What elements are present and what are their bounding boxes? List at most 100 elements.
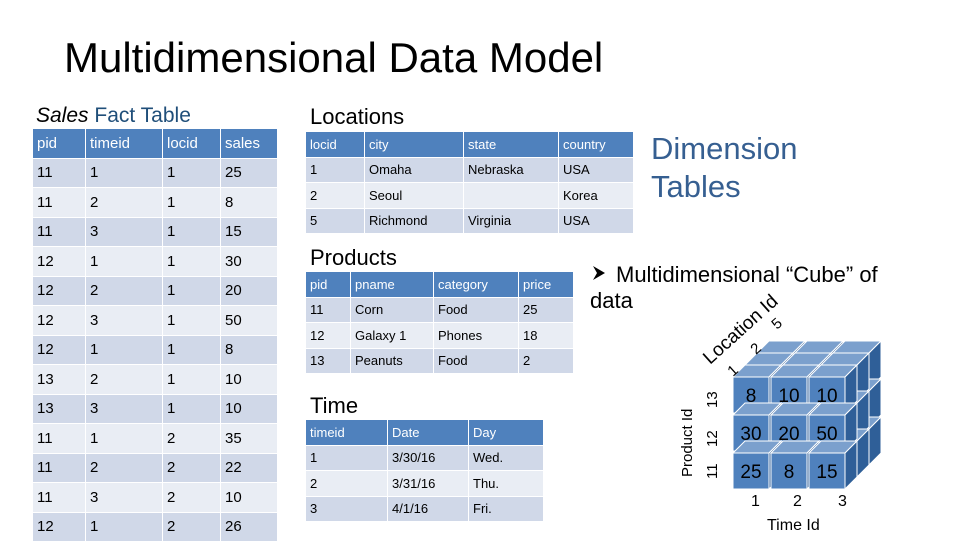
table-cell: 3/31/16 — [387, 470, 469, 496]
sales-fact-table-title: Sales Fact Table — [36, 104, 191, 128]
cube-block-front — [770, 452, 808, 490]
table-cell: 3 — [85, 393, 163, 424]
table-cell: 5 — [306, 207, 365, 233]
table-cell: 2 — [85, 275, 163, 306]
table-cell: 12 — [33, 334, 86, 365]
column-header: locid — [162, 129, 221, 158]
table-cell: 13 — [33, 393, 86, 424]
table-cell: 1 — [162, 157, 221, 188]
table-cell: 2 — [85, 187, 163, 217]
table-cell: Phones — [433, 322, 519, 348]
table-cell: 1 — [85, 423, 163, 453]
cube-cell-value: 8 — [784, 462, 795, 483]
table-cell: 1 — [162, 305, 221, 335]
sales-label: Sales — [36, 104, 89, 127]
table-cell: 1 — [306, 156, 365, 183]
table-cell: 8 — [220, 187, 277, 217]
table-cell: 26 — [220, 511, 277, 541]
table-cell: 11 — [33, 482, 86, 512]
table-header-row: pid timeid locid sales — [33, 129, 277, 158]
table-cell: 4/1/16 — [387, 495, 469, 521]
table-cell: 1 — [85, 157, 163, 188]
column-header: category — [433, 272, 519, 297]
table-cell: 1 — [162, 275, 221, 306]
cube-cell-value: 8 — [746, 386, 757, 407]
table-cell: 12 — [33, 305, 86, 335]
table-cell: Thu. — [468, 470, 543, 496]
arrow-bullet-icon — [590, 262, 616, 288]
fact-table-label: Fact Table — [94, 104, 191, 127]
table-header-row: timeid Date Day — [306, 420, 543, 445]
table-cell: Galaxy 1 — [350, 322, 434, 348]
table-cell: 12 — [33, 275, 86, 306]
table-cell: 20 — [220, 275, 277, 306]
column-header: state — [463, 132, 559, 157]
table-cell: 1 — [85, 511, 163, 541]
product-id-label: 12 — [704, 430, 721, 447]
cube-cell-value: 30 — [740, 424, 761, 445]
table-cell: 1 — [306, 444, 388, 471]
time-title: Time — [310, 393, 359, 418]
table-cell: Nebraska — [463, 156, 559, 183]
column-header: city — [364, 132, 464, 157]
table-cell: 18 — [518, 322, 573, 348]
table-cell: 30 — [220, 246, 277, 276]
table-cell: Fri. — [468, 495, 543, 521]
table-cell: 11 — [33, 452, 86, 483]
table-cell: 1 — [162, 187, 221, 217]
table-cell: USA — [558, 207, 633, 233]
column-header: Day — [468, 420, 543, 445]
table-cell: Food — [433, 296, 519, 323]
table-cell: 1 — [162, 364, 221, 394]
table-cell: Richmond — [364, 207, 464, 233]
column-header: sales — [220, 129, 277, 158]
table-cell: 50 — [220, 305, 277, 335]
table-cell: 1 — [162, 393, 221, 424]
table-cell: Omaha — [364, 156, 464, 183]
table-cell: 1 — [85, 334, 163, 365]
product-id-label: 13 — [704, 391, 721, 408]
table-cell: 11 — [33, 157, 86, 188]
cube-bullet: Multidimensional “Cube” of data — [590, 262, 920, 314]
cube-cell-value: 10 — [778, 386, 799, 407]
table-cell: 11 — [33, 187, 86, 217]
table-cell: 35 — [220, 423, 277, 453]
time-id-label: 2 — [793, 493, 802, 510]
table-cell: 11 — [306, 296, 351, 323]
table-cell: 3 — [85, 482, 163, 512]
table-cell: Peanuts — [350, 347, 434, 373]
cube-bullet-text: Multidimensional “Cube” of data — [590, 262, 878, 313]
column-header: country — [558, 132, 633, 157]
table-cell: 10 — [220, 393, 277, 424]
table-cell: 3 — [85, 305, 163, 335]
table-cell: 2 — [85, 452, 163, 483]
table-cell: 3/30/16 — [387, 444, 469, 471]
table-cell: 11 — [33, 216, 86, 247]
column-header: timeid — [85, 129, 163, 158]
table-cell: 2 — [518, 347, 573, 373]
cube-cell-value: 25 — [740, 462, 761, 483]
time-axis-label: Time Id — [767, 517, 820, 534]
time-id-label: 1 — [751, 493, 760, 510]
